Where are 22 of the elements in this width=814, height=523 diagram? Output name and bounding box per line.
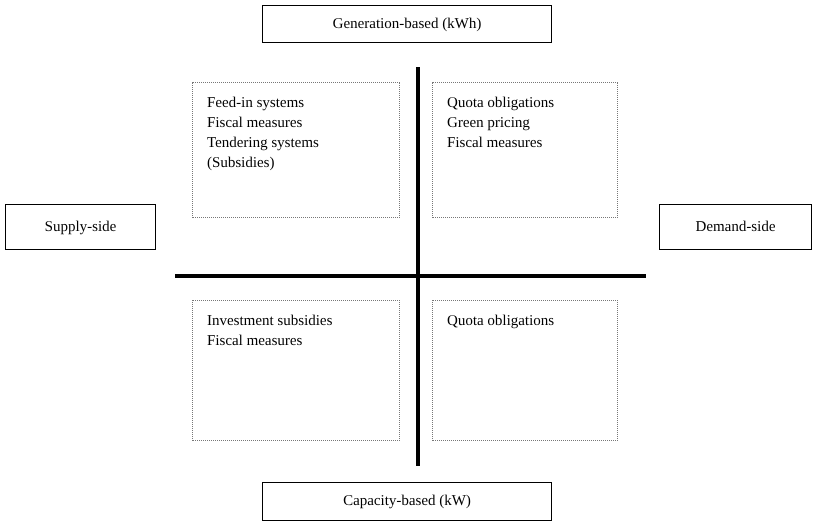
policy-item: (Subsidies) bbox=[207, 154, 276, 173]
axis-label: Demand-side bbox=[696, 218, 776, 236]
quadrant-box bbox=[432, 300, 618, 441]
policy-item: Green pricing bbox=[447, 114, 531, 133]
axis-label: Generation-based (kWh) bbox=[332, 16, 482, 32]
axis-label: Capacity-based (kW) bbox=[343, 493, 471, 510]
policy-item: Investment subsidies bbox=[207, 312, 334, 331]
policy-item: Tendering systems bbox=[207, 134, 320, 153]
axis-label-box bbox=[262, 5, 552, 43]
policy-item: Fiscal measures bbox=[207, 114, 304, 133]
axis-label-box bbox=[5, 204, 156, 250]
quadrant-box bbox=[432, 82, 618, 218]
policy-item: Quota obligations bbox=[447, 94, 556, 113]
axis-label: Supply-side bbox=[44, 218, 116, 236]
policy-item: Quota obligations bbox=[447, 312, 556, 331]
axis-label-box bbox=[659, 204, 812, 250]
policy-item: Fiscal measures bbox=[447, 134, 544, 153]
policy-item: Fiscal measures bbox=[207, 332, 304, 351]
axis-label-box bbox=[262, 482, 552, 521]
policy-item: Feed-in systems bbox=[207, 94, 306, 113]
quadrant-box bbox=[192, 82, 400, 218]
quadrant-box bbox=[192, 300, 400, 441]
